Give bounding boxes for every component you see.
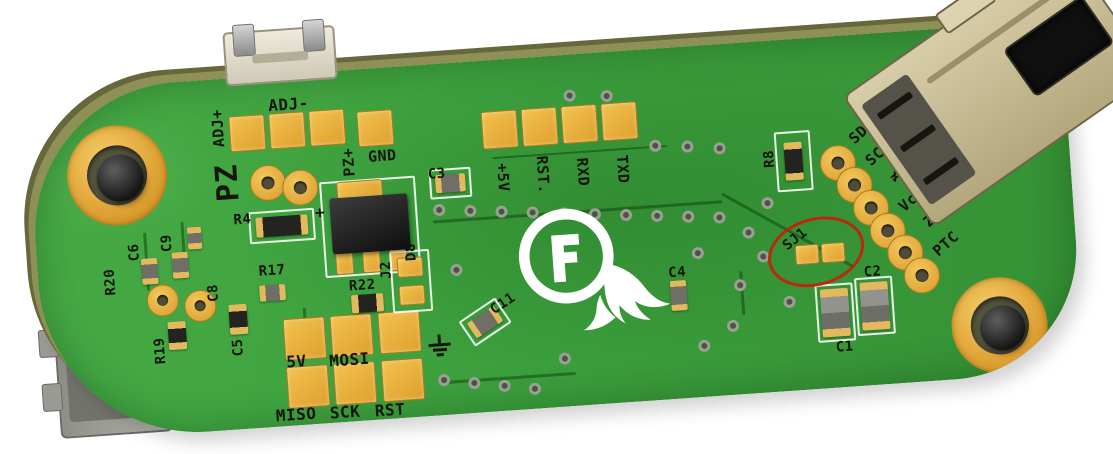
label-rxd: RXD [572, 157, 593, 187]
label-5v-serial: +5V [493, 162, 514, 193]
via [713, 141, 727, 155]
via [558, 352, 572, 366]
pad-adj-1 [228, 114, 267, 153]
pad-rxd [560, 103, 599, 145]
via [498, 379, 512, 393]
via [432, 203, 446, 217]
component-r22 [350, 293, 385, 314]
metal-clip [301, 18, 326, 53]
label-r8: R8 [760, 149, 779, 169]
pad-adj-3 [307, 108, 347, 147]
metal-clip [231, 23, 256, 57]
connector-pin [41, 382, 64, 413]
pcb-assembly: ADJ- ADJ+ PZ PZ+ GND R4 + D8 C3 +5V RST.… [25, 0, 1113, 443]
label-r19: R19 [151, 336, 170, 365]
isp-pad-rst [380, 357, 426, 403]
label-c4: C4 [667, 263, 687, 282]
via [783, 295, 796, 309]
mounting-electrode-right [948, 273, 1051, 377]
copper-trace [739, 271, 746, 316]
through-hole-pad-pz2 [281, 168, 320, 207]
label-c6: C6 [125, 242, 144, 262]
label-c8: C8 [204, 283, 223, 303]
via [467, 376, 481, 390]
component-c6 [140, 257, 159, 285]
via [691, 246, 705, 260]
component-c5 [228, 303, 249, 335]
component-c9 [171, 251, 190, 279]
brand-flame-logo [518, 208, 671, 331]
label-pz: PZ [209, 162, 247, 203]
isp-pad-3 [377, 309, 423, 355]
via [697, 339, 711, 353]
component-r4 [255, 214, 309, 238]
label-d8: D8 [402, 242, 420, 262]
label-c9: C9 [158, 233, 176, 253]
component-small [186, 226, 203, 250]
pcb-board: ADJ- ADJ+ PZ PZ+ GND R4 + D8 C3 +5V RST.… [25, 20, 1085, 443]
label-r4: R4 [232, 211, 252, 229]
regulator-body [329, 193, 411, 255]
label-pz-plus: PZ+ [338, 147, 359, 178]
via [648, 139, 662, 153]
through-hole-pad-pz1 [248, 163, 288, 203]
mounting-electrode-left [63, 122, 171, 229]
via [450, 263, 463, 277]
label-adj-minus: ADJ- [267, 93, 310, 116]
via [726, 319, 740, 333]
through-hole-pad [145, 283, 180, 318]
label-isp-miso: MISO [275, 403, 318, 426]
label-c3: C3 [427, 165, 447, 183]
label-c1: C1 [835, 338, 855, 356]
label-c5: C5 [229, 337, 247, 357]
component-r17 [259, 283, 287, 302]
label-txd: TXD [612, 154, 633, 185]
via [680, 140, 694, 153]
j2-pad-2 [398, 284, 426, 307]
pad-5v [480, 109, 520, 150]
pad-adj-2 [268, 111, 307, 150]
via [528, 382, 542, 396]
pad-gnd [356, 109, 395, 148]
component-r19 [167, 321, 188, 351]
label-rst-serial: RST. [532, 155, 554, 195]
label-isp-rst: RST [374, 399, 406, 421]
label-isp-sck: SCK [329, 401, 361, 423]
pad-txd [600, 101, 639, 142]
via [681, 210, 695, 224]
component-c2 [859, 280, 891, 331]
via [742, 226, 755, 239]
label-r17: R17 [258, 261, 286, 280]
via [463, 204, 477, 218]
via [563, 89, 576, 103]
pad-rst [520, 106, 559, 148]
label-isp-mosi: MOSI [328, 348, 371, 371]
via [600, 89, 614, 103]
label-c2: C2 [863, 263, 883, 281]
label-r20: R20 [101, 268, 120, 297]
copper-trace [444, 371, 577, 385]
label-r22: R22 [348, 276, 377, 295]
ground-symbol [426, 333, 454, 361]
via [437, 373, 451, 387]
top-left-connector [222, 18, 338, 87]
through-hole-pad-ptc [902, 256, 942, 295]
via [761, 196, 774, 210]
label-isp-5v: 5V [285, 351, 308, 372]
label-gnd: GND [367, 145, 398, 166]
label-ptc: PTC [929, 227, 963, 261]
polarity-plus: + [314, 202, 326, 223]
label-adj-plus: ADJ+ [207, 108, 229, 148]
via [713, 211, 726, 224]
via [733, 278, 747, 292]
component-c1 [819, 287, 851, 338]
label-j2: J2 [377, 260, 395, 280]
component-r8 [783, 141, 804, 181]
